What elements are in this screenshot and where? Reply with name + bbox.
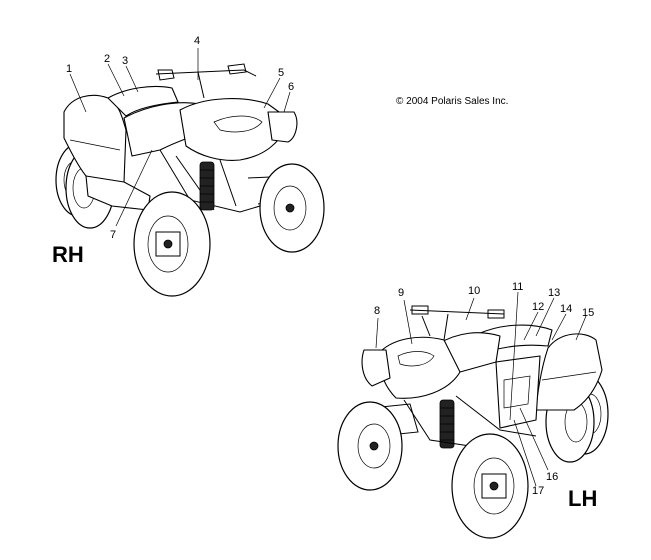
callout-9: 9 xyxy=(398,287,404,299)
atv-right-hand-view xyxy=(55,63,325,297)
callout-1: 1 xyxy=(66,63,72,75)
callout-8: 8 xyxy=(374,305,380,317)
callout-4: 4 xyxy=(194,35,200,47)
callout-5: 5 xyxy=(278,67,284,79)
callout-7: 7 xyxy=(110,229,116,241)
callout-16: 16 xyxy=(546,471,558,483)
callout-10: 10 xyxy=(468,285,480,297)
callout-3: 3 xyxy=(122,55,128,67)
copyright-notice: © 2004 Polaris Sales Inc. xyxy=(396,96,508,107)
callout-11: 11 xyxy=(512,281,523,293)
callout-12: 12 xyxy=(532,301,544,313)
lh-leader-lines xyxy=(375,291,587,487)
lh-view-label: LH xyxy=(568,486,597,511)
callout-13: 13 xyxy=(548,287,560,299)
rh-leader-lines xyxy=(69,48,291,227)
callout-15: 15 xyxy=(582,307,594,319)
rh-view-label: RH xyxy=(52,242,84,267)
callout-6: 6 xyxy=(288,81,294,93)
callout-17: 17 xyxy=(532,485,544,497)
atv-left-hand-view xyxy=(337,305,609,539)
callout-2: 2 xyxy=(104,53,110,65)
callout-14: 14 xyxy=(560,303,572,315)
